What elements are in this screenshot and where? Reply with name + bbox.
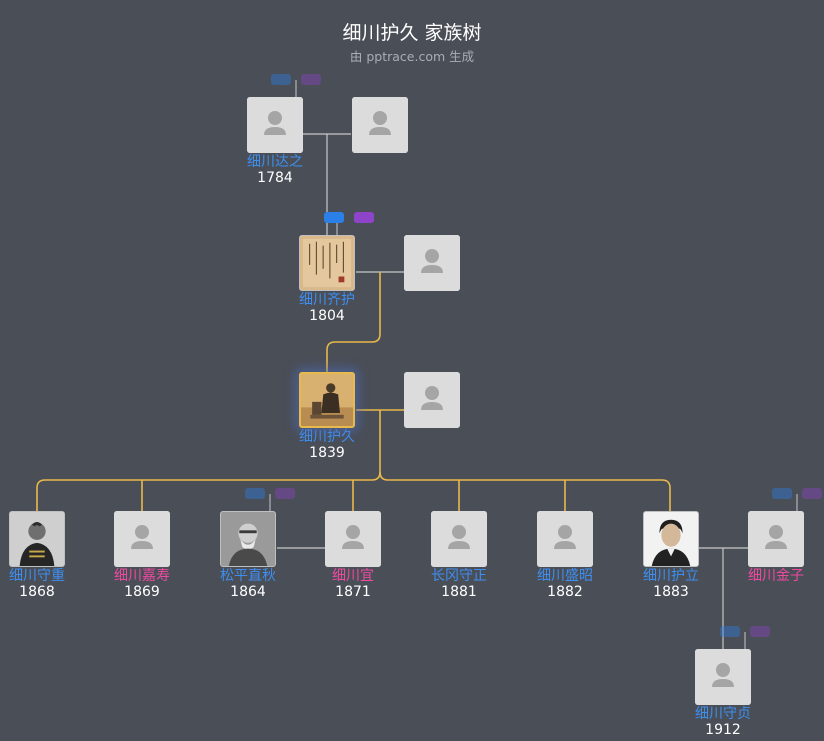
- bearded-portrait: [220, 511, 276, 567]
- person-node[interactable]: 细川护立 1883: [615, 511, 727, 600]
- line-gen2-to-gen3: [326, 272, 381, 373]
- relation-badge-blue[interactable]: [324, 212, 344, 223]
- spouse-node[interactable]: [376, 235, 488, 291]
- uniform-portrait: [9, 511, 65, 567]
- placeholder-person-icon: [325, 511, 381, 567]
- person-name[interactable]: 细川盛昭: [537, 568, 593, 584]
- relation-badge-purple[interactable]: [301, 74, 321, 85]
- person-name[interactable]: 细川护久: [299, 429, 355, 445]
- placeholder-person-icon: [748, 511, 804, 567]
- relation-badge-blue[interactable]: [772, 488, 792, 499]
- relation-badge-purple[interactable]: [275, 488, 295, 499]
- spouse-node[interactable]: 细川金子: [720, 511, 824, 584]
- spouse-node[interactable]: [324, 97, 436, 153]
- calligraphy-portrait: [299, 235, 355, 291]
- person-name[interactable]: 细川金子: [748, 568, 804, 584]
- placeholder-person-icon: [695, 649, 751, 705]
- placeholder-person-icon: [247, 97, 303, 153]
- person-birth-year: 1869: [124, 584, 160, 600]
- person-birth-year: 1868: [19, 584, 55, 600]
- focus-person-node[interactable]: 细川护久 1839: [271, 372, 383, 461]
- person-node[interactable]: 细川宜 1871: [297, 511, 409, 600]
- tree-title: 细川护久 家族树: [342, 22, 482, 44]
- person-name[interactable]: 细川守重: [9, 568, 65, 584]
- person-node[interactable]: 细川嘉寿 1869: [86, 511, 198, 600]
- placeholder-person-icon: [537, 511, 593, 567]
- placeholder-person-icon: [114, 511, 170, 567]
- person-name[interactable]: 细川齐护: [299, 292, 355, 308]
- person-birth-year: 1882: [547, 584, 583, 600]
- tree-subtitle: 由 pptrace.com 生成: [349, 49, 475, 64]
- person-name[interactable]: 细川护立: [643, 568, 699, 584]
- person-node[interactable]: 细川盛昭 1882: [509, 511, 621, 600]
- person-node[interactable]: 细川齐护 1804: [271, 235, 383, 324]
- person-name[interactable]: 细川达之: [247, 154, 303, 170]
- line-children-right: [379, 471, 671, 511]
- relation-badge-purple[interactable]: [750, 626, 770, 637]
- relation-badge-purple[interactable]: [354, 212, 374, 223]
- relation-badge-purple[interactable]: [802, 488, 822, 499]
- person-node[interactable]: 细川达之 1784: [219, 97, 331, 186]
- person-name[interactable]: 长冈守正: [431, 568, 487, 584]
- placeholder-person-icon: [404, 372, 460, 428]
- person-node[interactable]: 细川守贞 1912: [667, 649, 779, 738]
- line-children-trunk: [36, 410, 381, 511]
- person-birth-year: 1881: [441, 584, 477, 600]
- placeholder-person-icon: [404, 235, 460, 291]
- relation-badge-blue[interactable]: [720, 626, 740, 637]
- person-birth-year: 1839: [309, 445, 345, 461]
- person-name[interactable]: 松平直秋: [220, 568, 276, 584]
- person-name[interactable]: 细川嘉寿: [114, 568, 170, 584]
- person-name[interactable]: 细川宜: [332, 568, 374, 584]
- person-node[interactable]: 细川守重 1868: [0, 511, 93, 600]
- relation-badge-blue[interactable]: [271, 74, 291, 85]
- seated-portrait: [299, 372, 355, 428]
- young-man-portrait: [643, 511, 699, 567]
- person-node[interactable]: 长冈守正 1881: [403, 511, 515, 600]
- placeholder-person-icon: [431, 511, 487, 567]
- relation-badge-blue[interactable]: [245, 488, 265, 499]
- person-birth-year: 1864: [230, 584, 266, 600]
- person-birth-year: 1804: [309, 308, 345, 324]
- person-birth-year: 1871: [335, 584, 371, 600]
- person-name[interactable]: 细川守贞: [695, 706, 751, 722]
- person-birth-year: 1784: [257, 170, 293, 186]
- spouse-node[interactable]: [376, 372, 488, 428]
- placeholder-person-icon: [352, 97, 408, 153]
- person-birth-year: 1912: [705, 722, 741, 738]
- person-birth-year: 1883: [653, 584, 689, 600]
- person-node[interactable]: 松平直秋 1864: [192, 511, 304, 600]
